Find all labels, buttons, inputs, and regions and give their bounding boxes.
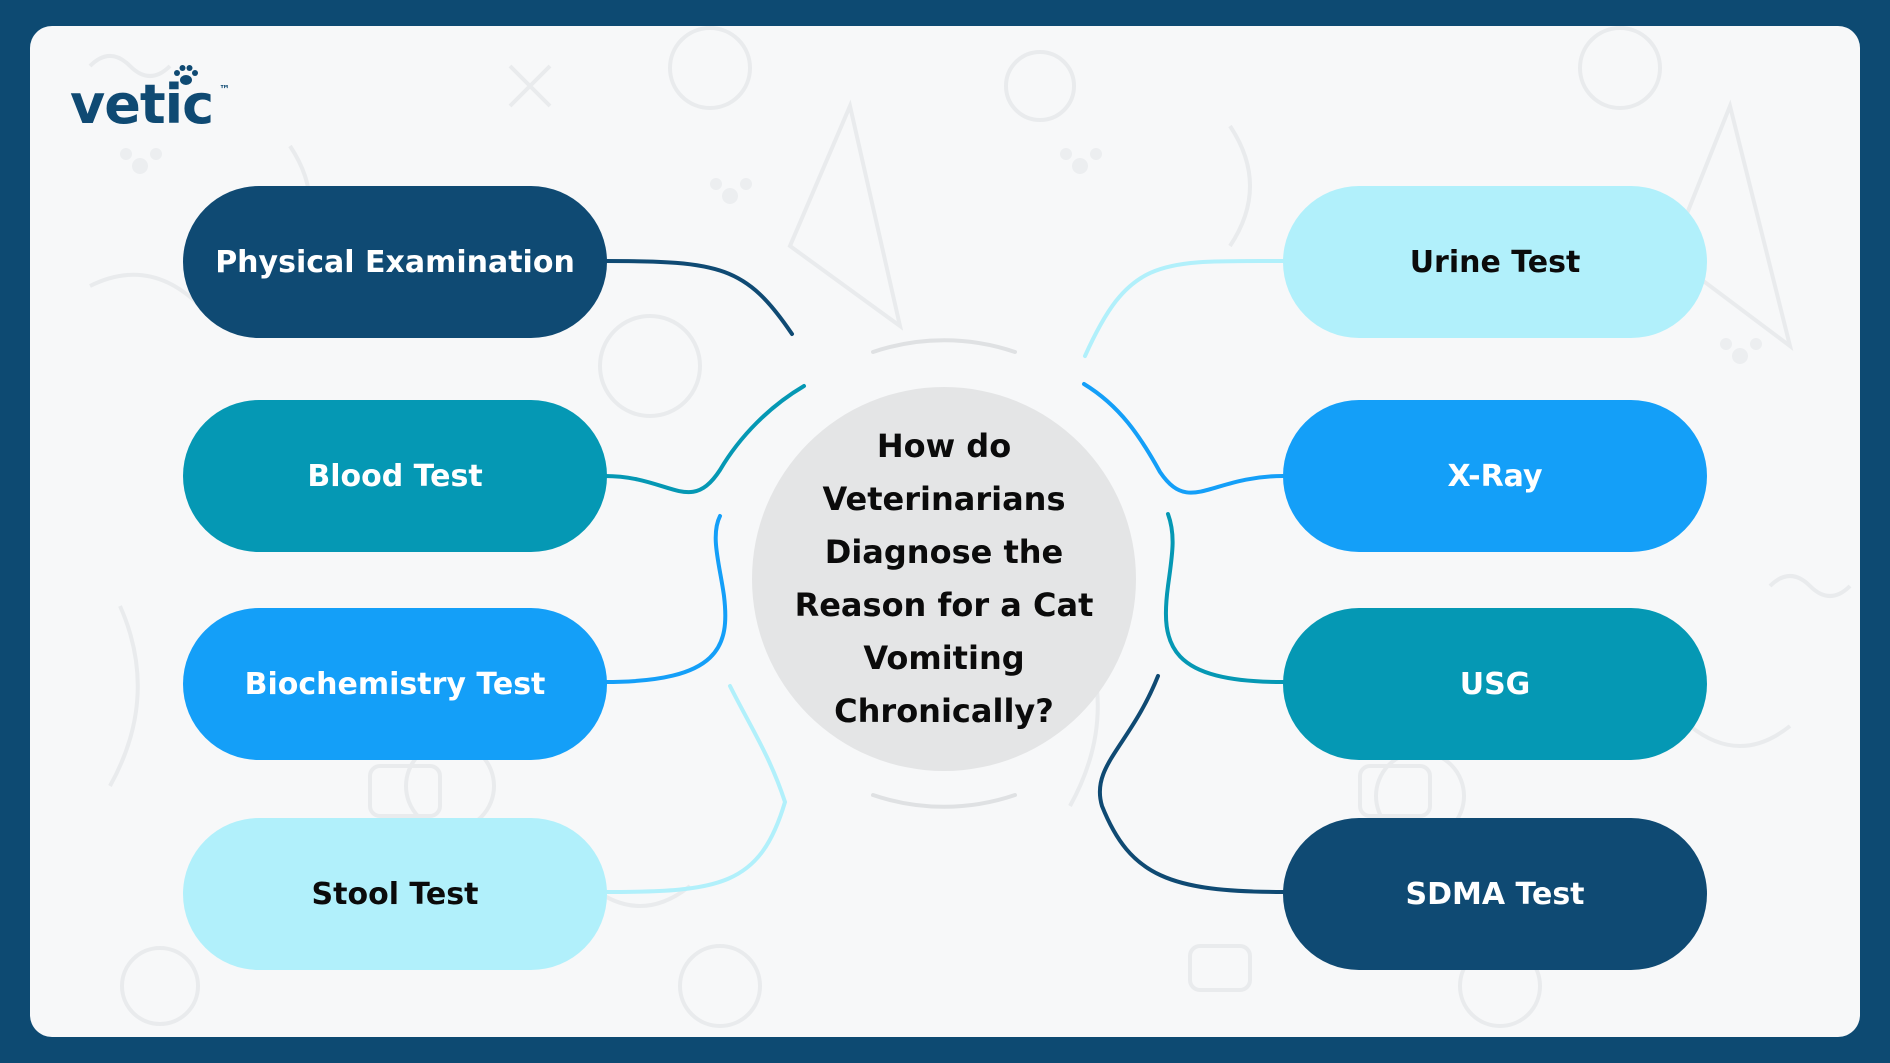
connector-physical-examination — [603, 259, 794, 336]
node-label: Biochemistry Test — [244, 666, 546, 702]
node-label: Urine Test — [1409, 244, 1581, 280]
center-question-node: How do Veterinarians Diagnose the Reason… — [752, 387, 1136, 771]
ring-arc-bottom — [871, 793, 1017, 809]
connector-blood-test — [603, 384, 806, 495]
node-sdma-test: SDMA Test — [1283, 818, 1707, 970]
doodle-background — [88, 26, 1852, 1028]
brand-logo: vetic ™ — [70, 65, 230, 132]
brand-trademark: ™ — [219, 83, 230, 96]
center-question-text: How do Veterinarians Diagnose the Reason… — [794, 427, 1094, 730]
node-x-ray: X-Ray — [1283, 400, 1707, 552]
connector-biochemistry-test — [603, 514, 728, 684]
node-urine-test: Urine Test — [1283, 186, 1707, 338]
connector-x-ray — [1082, 382, 1285, 495]
node-usg: USG — [1283, 608, 1707, 760]
connector-urine-test — [1083, 258, 1285, 358]
diagram-card: vetic ™ — [30, 26, 1860, 1037]
connector-sdma-test — [1097, 674, 1285, 894]
node-label: USG — [1459, 666, 1531, 702]
node-biochemistry-test: Biochemistry Test — [183, 608, 607, 760]
node-stool-test: Stool Test — [183, 818, 607, 970]
connector-usg — [1163, 512, 1285, 684]
connector-lines — [603, 258, 1285, 894]
node-label: Stool Test — [311, 876, 479, 912]
ring-arc-top — [871, 338, 1017, 354]
node-blood-test: Blood Test — [183, 400, 607, 552]
node-label: Blood Test — [307, 458, 483, 494]
connector-stool-test — [603, 684, 788, 894]
paw-icon — [174, 65, 198, 85]
node-label: X-Ray — [1447, 458, 1543, 494]
node-label: SDMA Test — [1405, 876, 1585, 912]
node-physical-examination: Physical Examination — [183, 186, 607, 338]
brand-name: vetic — [70, 73, 214, 136]
node-label: Physical Examination — [215, 244, 575, 280]
